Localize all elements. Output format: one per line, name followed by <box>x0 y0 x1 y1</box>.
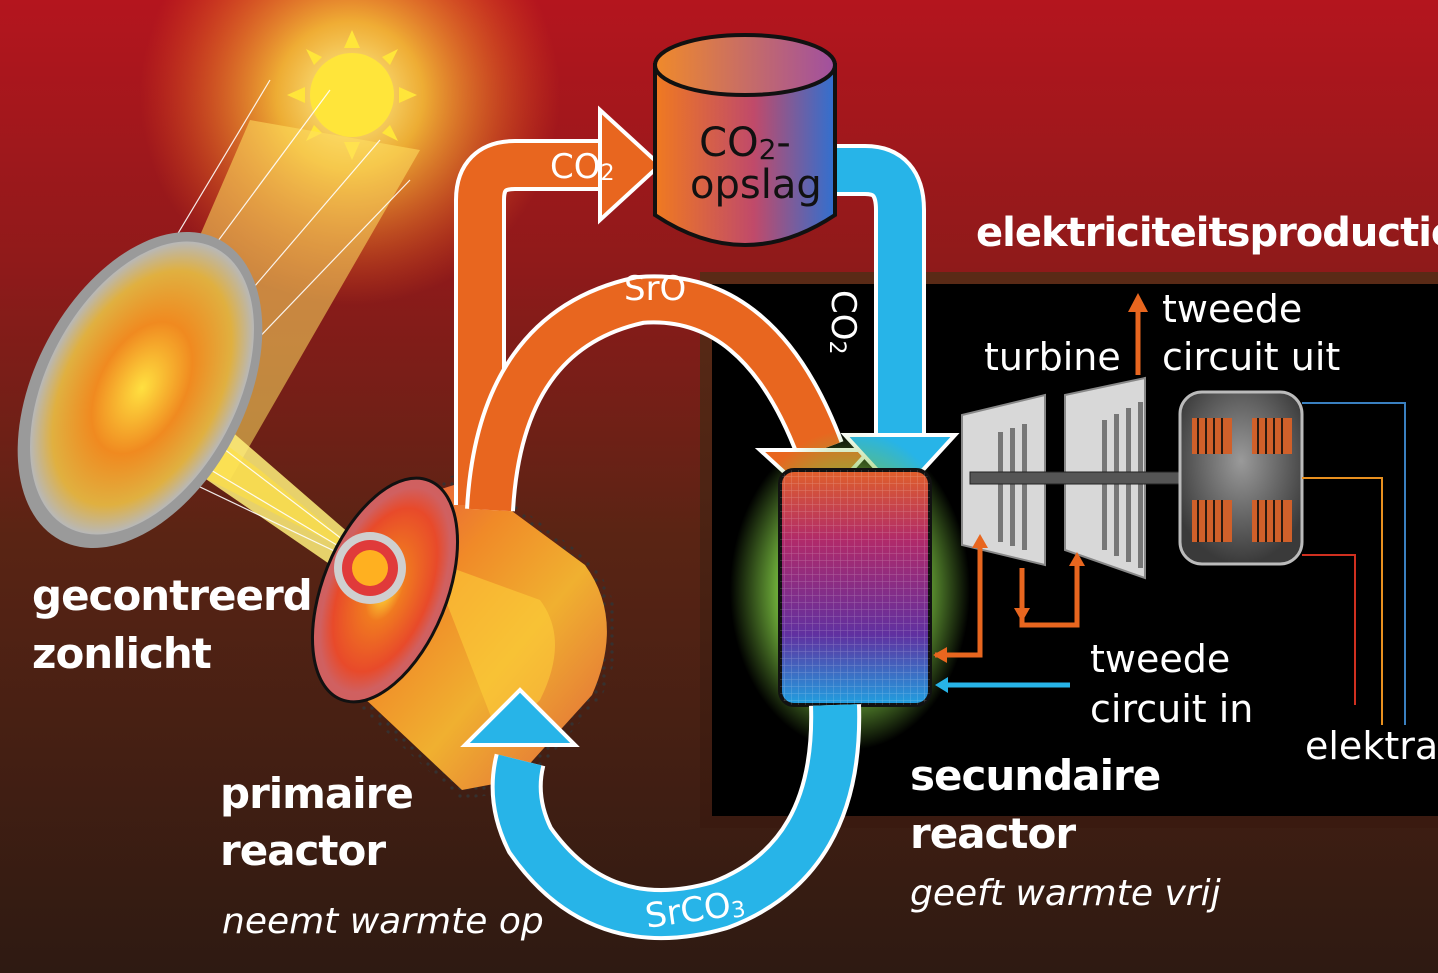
storage-label: CO2- opslag <box>690 120 822 206</box>
co2-to-storage-label: CO2 <box>550 147 615 187</box>
co2-flow-arrow <box>454 105 663 505</box>
co2-storage-tank <box>653 33 837 247</box>
secondary-reactor-line1: secundaire <box>910 751 1161 800</box>
electra-wires <box>1302 402 1406 725</box>
second-circuit-arrows <box>935 310 1141 688</box>
concentrated-light-line1: gecontreerd <box>32 571 313 620</box>
srco3-flow-arrow <box>460 687 862 941</box>
turbine-label: turbine <box>984 335 1121 379</box>
secondary-reactor <box>730 430 970 750</box>
primary-reactor-line1: primaire <box>220 769 414 818</box>
primary-reactor-note: neemt warmte op <box>222 901 544 942</box>
primary-reactor-line2: reactor <box>220 826 386 875</box>
second-circuit-arrowheads <box>933 293 1148 663</box>
electricity-production-title: elektriciteitsproductie <box>976 210 1438 256</box>
storage-line2: opslag <box>690 162 822 209</box>
sro-label: SrO <box>624 269 687 309</box>
secondary-reactor-note: geeft warmte vrij <box>910 873 1221 914</box>
co2-from-storage-label: CO2 <box>823 290 863 355</box>
concentrated-light-line2: zonlicht <box>32 629 212 678</box>
second-circuit-in-line1: tweede <box>1090 637 1231 681</box>
storage-formula: CO2- <box>699 120 791 166</box>
electra-label: elektra <box>1305 724 1438 768</box>
second-circuit-in-line2: circuit in <box>1090 687 1254 731</box>
second-circuit-out-line2: circuit uit <box>1162 335 1341 379</box>
circuit-in-arrowhead <box>935 677 948 693</box>
second-circuit-out-line1: tweede <box>1162 287 1303 331</box>
turbine <box>961 376 1186 580</box>
secondary-reactor-line2: reactor <box>910 809 1076 858</box>
generator <box>1178 390 1304 566</box>
solar-dish <box>17 232 263 548</box>
